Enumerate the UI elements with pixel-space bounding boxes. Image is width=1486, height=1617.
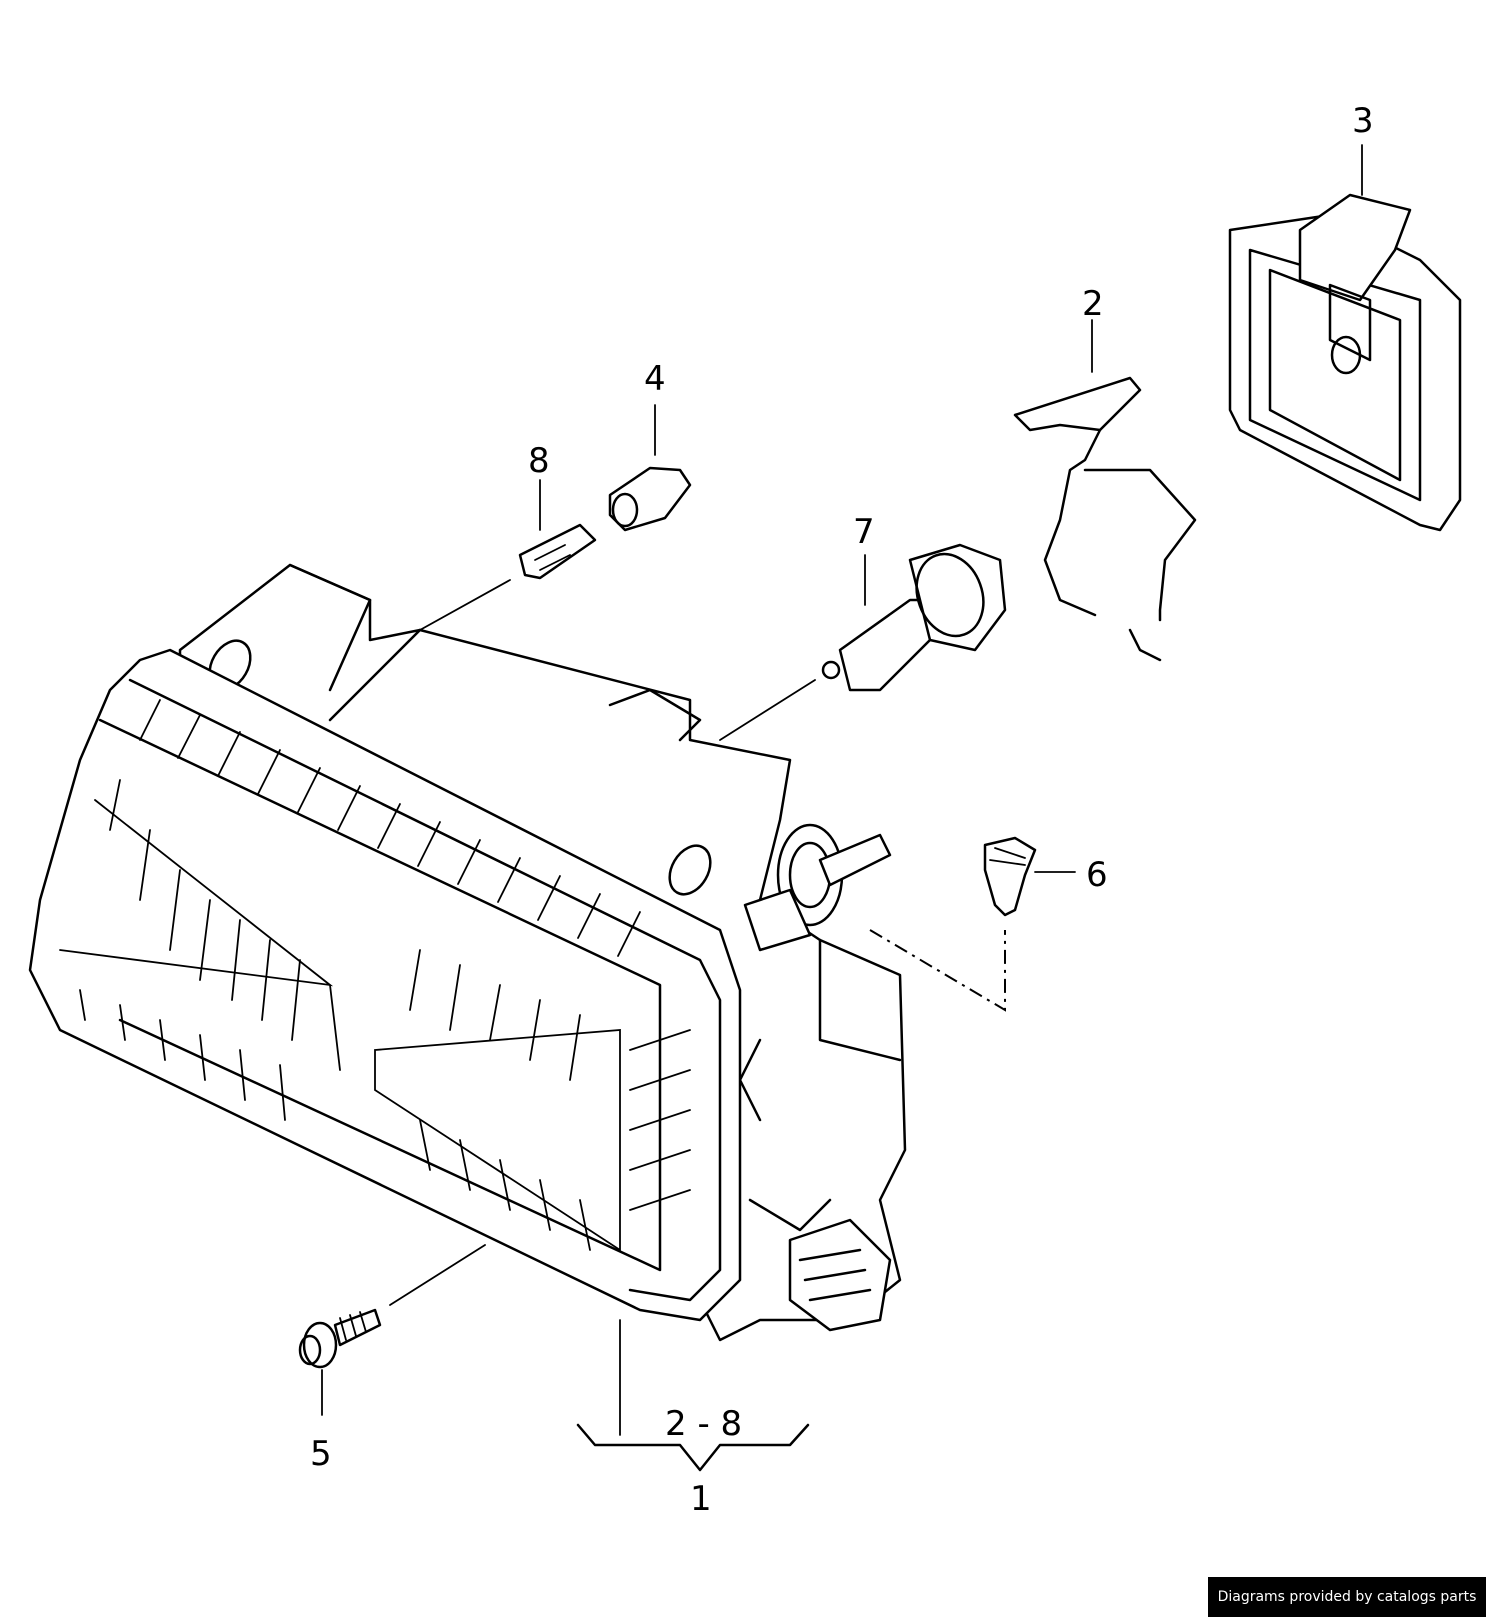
callout-8: 8 bbox=[528, 441, 550, 481]
range-bracket bbox=[576, 1319, 810, 1472]
callout-2: 2 bbox=[1082, 284, 1104, 324]
callout-3: 3 bbox=[1352, 101, 1374, 141]
headlight-connector bbox=[788, 1218, 892, 1332]
adjuster-wheel bbox=[743, 823, 892, 952]
callout-range: 2 - 8 bbox=[665, 1404, 742, 1444]
callout-5: 5 bbox=[310, 1434, 332, 1474]
lens-hatching bbox=[79, 699, 691, 1251]
small-bulb bbox=[419, 479, 597, 631]
bulb-socket bbox=[608, 404, 692, 532]
mounting-screw bbox=[298, 1244, 486, 1416]
spring-clip bbox=[1013, 319, 1197, 662]
callout-6: 6 bbox=[1086, 855, 1108, 895]
callout-1: 1 bbox=[690, 1479, 712, 1519]
rubber-cap bbox=[1228, 144, 1462, 532]
h7-bulb bbox=[719, 543, 1007, 741]
credit-banner: Diagrams provided by catalogs parts bbox=[1208, 1577, 1486, 1617]
plastic-clip bbox=[869, 836, 1076, 1012]
callout-7: 7 bbox=[853, 512, 875, 552]
callout-4: 4 bbox=[644, 359, 666, 399]
headlight-lens bbox=[28, 648, 742, 1322]
